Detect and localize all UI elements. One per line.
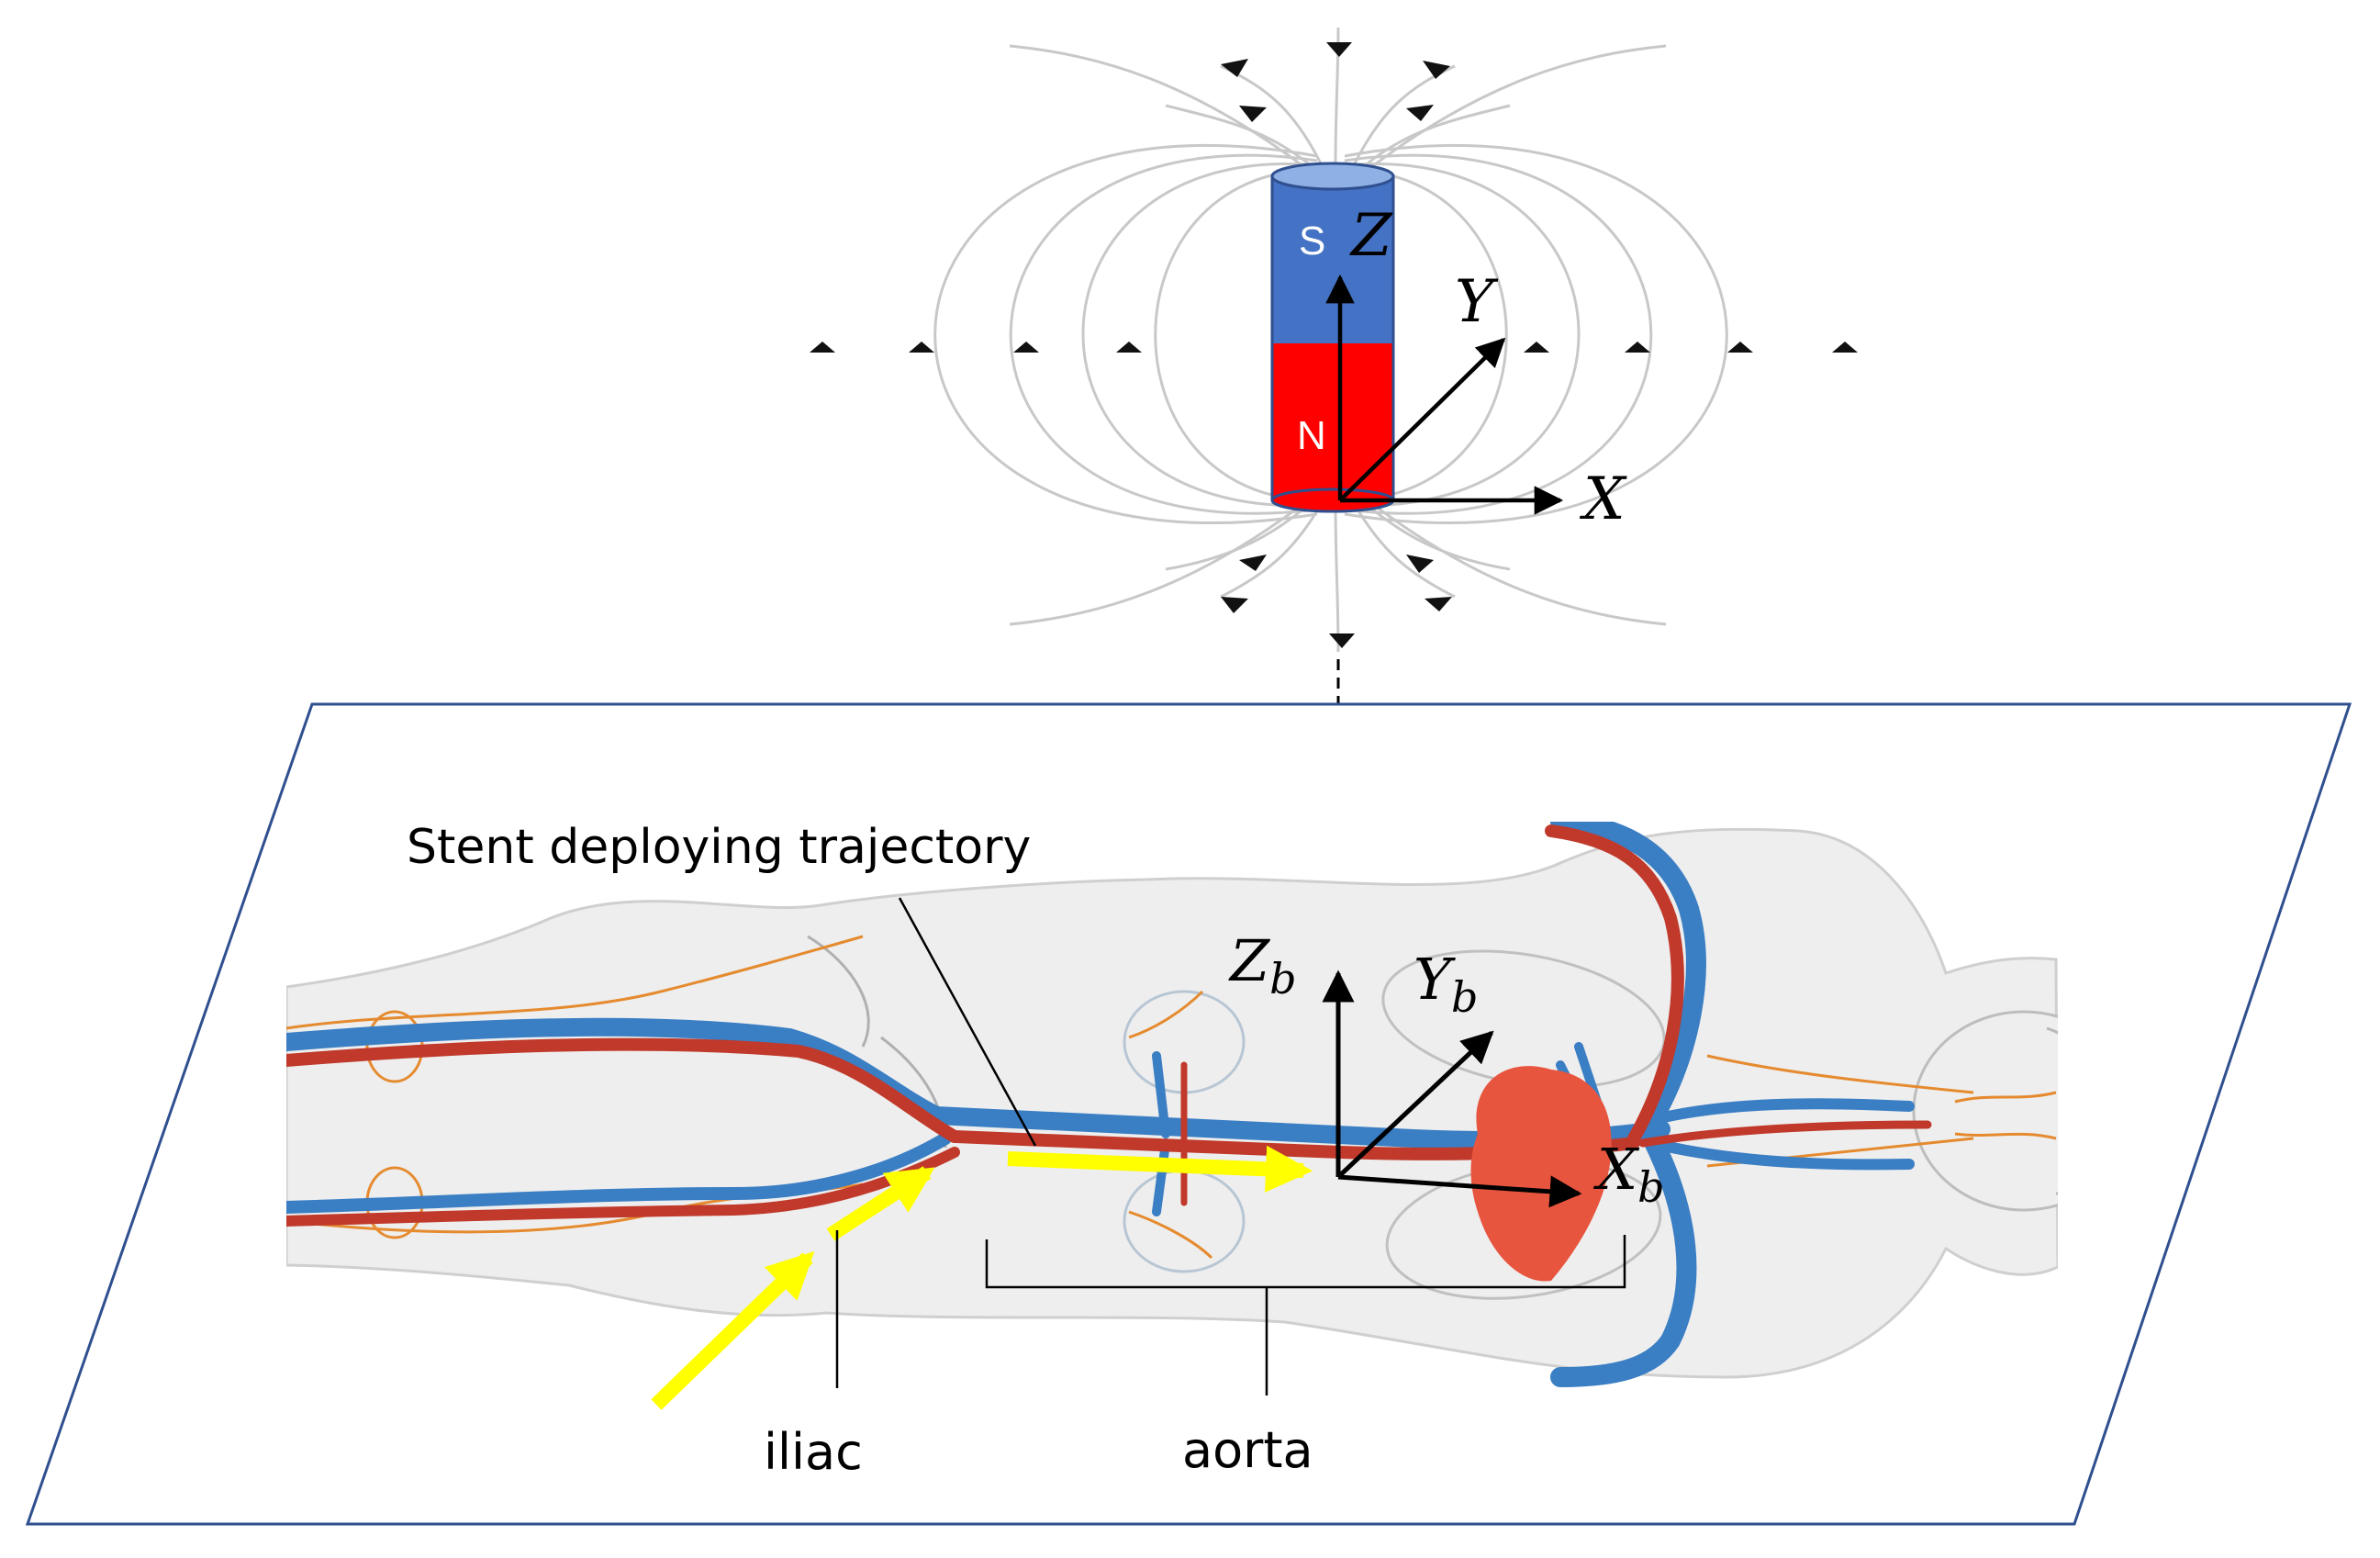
iliac-label: iliac <box>764 1423 863 1481</box>
heart-icon <box>1470 1066 1612 1282</box>
aorta-bracket <box>985 1235 1626 1289</box>
body-axes <box>1322 970 1582 1208</box>
body-z-label: Zb <box>1228 927 1297 1003</box>
body-silhouette <box>286 827 2058 1379</box>
entry-arrow <box>651 1250 815 1410</box>
magnet-south-pole <box>1272 176 1393 343</box>
south-pole-label: S <box>1299 219 1325 263</box>
field-loops-right <box>1344 143 1728 525</box>
trajectory-leader <box>898 897 1037 1147</box>
body-y-axis <box>1336 1030 1494 1179</box>
magnet-top-face <box>1270 162 1395 191</box>
magnet-y-label: Y <box>1455 268 1499 336</box>
field-lines-bottom <box>1009 499 1667 653</box>
trajectory-label: Stent deploying trajectory <box>407 820 1031 875</box>
magnet-axes <box>1325 274 1564 515</box>
body-x-label: Xb <box>1593 1136 1665 1212</box>
magnet-x-label: X <box>1579 465 1627 533</box>
aorta-label: aorta <box>1182 1421 1313 1479</box>
magnet-icon: S N <box>1270 162 1395 513</box>
magnet-y-axis <box>1338 337 1506 502</box>
magnet-z-label: Z <box>1349 202 1393 270</box>
trajectory-arrow-icon <box>651 1145 1313 1410</box>
iliac-arrow <box>826 1166 935 1241</box>
body-y-label: Yb <box>1413 946 1478 1022</box>
field-arrow-icon <box>810 42 1858 648</box>
head <box>1912 1010 2058 1212</box>
magnet-north-pole <box>1272 343 1393 499</box>
field-loops-left <box>933 143 1318 525</box>
magnetic-field-lines <box>933 27 1728 653</box>
body-anatomy-icon <box>286 822 2058 1387</box>
north-pole-label: N <box>1297 413 1326 458</box>
aorta-arrow <box>1007 1145 1313 1193</box>
body-x-axis <box>1337 1174 1582 1208</box>
